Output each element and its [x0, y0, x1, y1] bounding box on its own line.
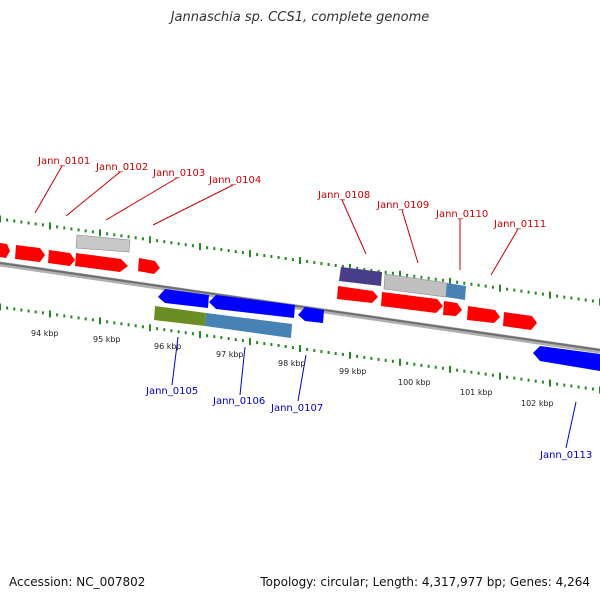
kbp-axis-labels: 94 kbp 95 kbp 96 kbp 97 kbp 98 kbp 99 kb…: [31, 329, 554, 408]
gene-arrow-forward[interactable]: [48, 250, 75, 266]
gene-label-jann-0107[interactable]: Jann_0107: [270, 403, 323, 414]
gene-arrow-reverse[interactable]: [533, 346, 600, 371]
gene-label-jann-0104[interactable]: Jann_0104: [208, 175, 261, 186]
reverse-track-ticks: [0, 303, 600, 394]
gene-arrow-forward[interactable]: [381, 292, 443, 313]
kbp-label: 94 kbp: [31, 329, 59, 338]
gene-arrow-forward[interactable]: [75, 253, 128, 272]
gene-arrow-forward[interactable]: [0, 243, 10, 258]
forward-genes: [0, 243, 537, 330]
gene-label-jann-0103[interactable]: Jann_0103: [152, 168, 205, 179]
kbp-label: 101 kbp: [460, 388, 493, 397]
gene-arrow-forward[interactable]: [467, 306, 500, 323]
gene-label-jann-0111[interactable]: Jann_0111: [493, 219, 546, 230]
gene-arrow-reverse[interactable]: [209, 295, 295, 318]
gene-label-jann-0113[interactable]: Jann_0113: [539, 450, 592, 461]
kbp-label: 99 kbp: [339, 367, 367, 376]
gene-label-jann-0110[interactable]: Jann_0110: [435, 209, 488, 220]
gene-arrow-forward[interactable]: [138, 258, 160, 274]
kbp-label: 97 kbp: [216, 350, 244, 359]
grey-feature[interactable]: [75, 234, 131, 253]
forward-gene-labels: Jann_0101 Jann_0102 Jann_0103 Jann_0104 …: [37, 156, 546, 230]
genome-backbone-line: [0, 262, 600, 351]
kbp-label: 98 kbp: [278, 359, 306, 368]
gene-arrow-forward[interactable]: [337, 286, 378, 303]
map-title: Jannaschia sp. CCS1, complete genome: [170, 10, 430, 25]
gene-arrow-reverse[interactable]: [158, 289, 209, 308]
reverse-label-leaders: [171, 336, 577, 449]
gene-arrow-forward[interactable]: [503, 312, 537, 330]
gene-label-jann-0109[interactable]: Jann_0109: [376, 200, 429, 211]
forward-label-leaders: [34, 165, 519, 276]
steelblue-feature[interactable]: [205, 313, 292, 338]
reverse-genes: [158, 289, 600, 371]
gene-label-jann-0105[interactable]: Jann_0105: [145, 386, 198, 397]
gene-label-jann-0108[interactable]: Jann_0108: [317, 190, 370, 201]
olive-feature[interactable]: [154, 306, 206, 326]
kbp-label: 102 kbp: [521, 399, 554, 408]
gene-label-jann-0102[interactable]: Jann_0102: [95, 162, 148, 173]
gene-arrow-reverse[interactable]: [298, 307, 324, 323]
gene-arrow-forward[interactable]: [15, 245, 45, 262]
kbp-label: 96 kbp: [154, 342, 182, 351]
genome-stats-text: Topology: circular; Length: 4,317,977 bp…: [260, 575, 590, 589]
reverse-gene-labels: Jann_0105 Jann_0106 Jann_0107 Jann_0113: [145, 386, 592, 461]
accession-text: Accession: NC_007802: [9, 575, 146, 589]
kbp-label: 100 kbp: [398, 378, 431, 387]
forward-track-ticks: [0, 215, 600, 306]
forward-feature-row: [75, 234, 466, 300]
gene-label-jann-0101[interactable]: Jann_0101: [37, 156, 90, 167]
purple-feature[interactable]: [339, 267, 382, 286]
steelblue-feature[interactable]: [446, 283, 466, 300]
reverse-feature-row: [154, 306, 292, 338]
gene-arrow-forward[interactable]: [443, 301, 462, 316]
kbp-label: 95 kbp: [93, 335, 121, 344]
gene-label-jann-0106[interactable]: Jann_0106: [212, 396, 265, 407]
